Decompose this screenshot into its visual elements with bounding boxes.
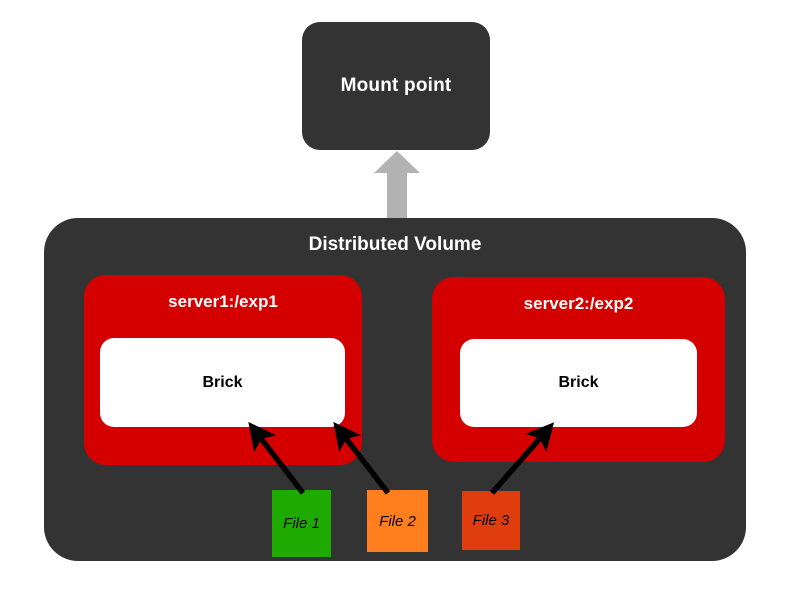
- mount-point-box: Mount point: [302, 22, 490, 150]
- distributed-volume-title: Distributed Volume: [308, 234, 482, 255]
- brick-1-label: Brick: [202, 373, 243, 391]
- file-1-label: File 1: [283, 515, 320, 532]
- distributed-volume-container: Distributed Volume server1:/exp1 Brick s…: [44, 218, 746, 561]
- file-box-1: File 1: [272, 490, 331, 557]
- server-box-1: server1:/exp1 Brick: [84, 275, 362, 465]
- mount-point-label: Mount point: [340, 75, 452, 96]
- server-2-label: server2:/exp2: [523, 294, 634, 313]
- brick-box-1: Brick: [100, 338, 345, 427]
- file-box-2: File 2: [367, 490, 428, 552]
- server-1-label: server1:/exp1: [168, 292, 278, 311]
- brick-2-label: Brick: [558, 374, 599, 391]
- mount-up-arrow-icon: [374, 151, 420, 219]
- file-2-label: File 2: [379, 512, 416, 530]
- brick-box-2: Brick: [460, 339, 697, 427]
- file-box-3: File 3: [462, 491, 520, 550]
- server-box-2: server2:/exp2 Brick: [432, 277, 725, 462]
- file-3-label: File 3: [472, 512, 510, 529]
